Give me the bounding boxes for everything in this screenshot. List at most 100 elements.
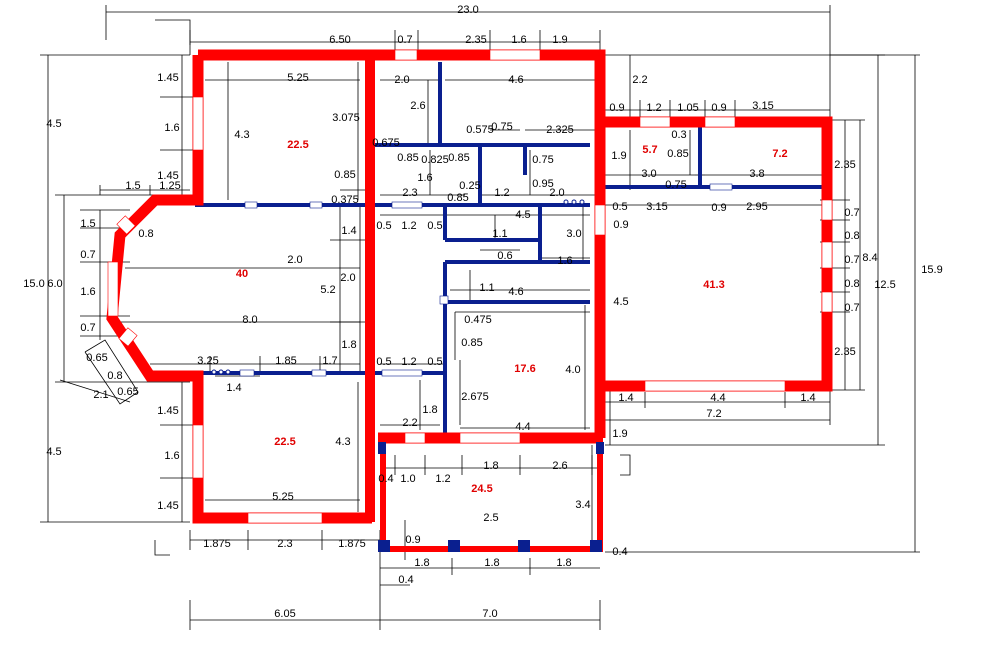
dimension-label-lr-8-0: 8.0 (242, 314, 257, 326)
dimension-label-r-0-9-b: 0.9 (711, 102, 726, 114)
dimension-label-top-1-6: 1.6 (511, 34, 526, 46)
dimension-label-c-0-95: 0.95 (532, 178, 553, 190)
dimension-label-bl-2-3: 2.3 (277, 538, 292, 550)
area-label-terrace: 24.5 (471, 483, 492, 495)
dimension-label-total-width: 23.0 (457, 4, 478, 16)
dimension-label-c-1-2-c: 1.2 (401, 356, 416, 368)
dimension-label-c-4-6-b: 4.6 (508, 286, 523, 298)
dimension-label-t-1-8-c: 1.8 (484, 557, 499, 569)
dimension-label-top-6-50: 6.50 (329, 34, 350, 46)
dimension-label-bl-1-6: 1.6 (164, 450, 179, 462)
dimension-label-lr-3-25: 3.25 (197, 355, 218, 367)
dimension-label-r-0-8-b: 0.8 (844, 278, 859, 290)
dimension-label-r-0-7-a: 0.7 (844, 207, 859, 219)
dimension-label-c-1-6-b: 1.6 (557, 255, 572, 267)
dimension-label-c-0-675: 0.675 (372, 137, 400, 149)
dimension-label-tl-0-375: 0.375 (331, 194, 359, 206)
dimension-label-t-1-8-d: 1.8 (556, 557, 571, 569)
dimension-label-r-0-3: 0.3 (671, 129, 686, 141)
dimension-label-r-2-35-a: 2.35 (834, 159, 855, 171)
dimension-label-bay-0-7-a: 0.7 (80, 249, 95, 261)
area-label-room-right-large: 41.3 (703, 279, 724, 291)
dimension-label-r-12-5: 12.5 (874, 279, 895, 291)
dimension-label-c-0-575: 0.575 (466, 124, 494, 136)
dimension-label-t-2-6: 2.6 (552, 460, 567, 472)
dimension-label-c-4-6-top: 4.6 (508, 74, 523, 86)
dimension-label-left-1-45-b: 1.45 (157, 170, 178, 182)
dimension-label-bay-1-25: 1.25 (159, 180, 180, 192)
dimension-label-bay-1-6: 1.6 (80, 286, 95, 298)
dimension-label-bay-0-8-b: 0.8 (107, 370, 122, 382)
dimension-label-c-0-75-b: 0.75 (532, 154, 553, 166)
dimension-label-r-1-4-a: 1.4 (618, 392, 633, 404)
dimension-label-c-0-5-d: 0.5 (427, 356, 442, 368)
dimension-label-r-0-9-a: 0.9 (609, 102, 624, 114)
dimension-label-bay-1-5-v: 1.5 (80, 218, 95, 230)
dimension-label-c-3-0: 3.0 (566, 228, 581, 240)
dimension-label-c-0-85-a: 0.85 (397, 152, 418, 164)
dimension-label-left-15-0: 15.0 (23, 278, 44, 290)
dimension-label-t-0-4-a: 0.4 (378, 473, 393, 485)
dimension-label-left-6-0: 6.0 (47, 278, 62, 290)
dimension-label-bay-0-7-b: 0.7 (80, 322, 95, 334)
dimension-label-t-3-4: 3.4 (575, 499, 590, 511)
dimension-label-r-0-75: 0.75 (665, 179, 686, 191)
dimension-label-r-3-15-b: 3.15 (646, 201, 667, 213)
dimension-label-lr-5-2: 5.2 (320, 284, 335, 296)
dimension-label-lr-1-8-v: 1.8 (341, 339, 356, 351)
dimension-label-lr-1-4: 1.4 (226, 382, 241, 394)
door-openings (239, 183, 733, 377)
dimension-label-r-0-85: 0.85 (667, 148, 688, 160)
dimension-label-c-0-85-b: 0.85 (448, 152, 469, 164)
dimension-label-r-2-35-b: 2.35 (834, 346, 855, 358)
dimension-label-c-1-8-v: 1.8 (422, 404, 437, 416)
dimension-label-r-1-4-b: 1.4 (800, 392, 815, 404)
dimension-label-tl-0-85: 0.85 (334, 169, 355, 181)
dimension-label-r-0-5: 0.5 (612, 201, 627, 213)
area-label-room-top-left: 22.5 (287, 139, 308, 151)
dimension-label-c-2-325: 2.325 (546, 124, 574, 136)
dimension-label-c-4-5: 4.5 (515, 209, 530, 221)
dimension-label-left-1-45-a: 1.45 (157, 72, 178, 84)
area-label-living-room: 40 (236, 268, 248, 280)
stair-dots (211, 199, 585, 375)
dimension-label-t-0-4-c: 0.4 (398, 574, 413, 586)
dimension-label-bay-2-1: 2.1 (93, 389, 108, 401)
dimension-label-lr-2-0: 2.0 (287, 254, 302, 266)
dimension-label-c-2-3: 2.3 (402, 187, 417, 199)
dimension-label-bl-1-875-b: 1.875 (338, 538, 366, 550)
dimension-label-bay-0-8-a: 0.8 (138, 228, 153, 240)
dimension-label-r-0-8-a: 0.8 (844, 230, 859, 242)
dimension-label-r-7-2: 7.2 (706, 408, 721, 420)
dimension-label-c-1-6: 1.6 (417, 172, 432, 184)
dimension-label-c-0-5-c: 0.5 (376, 356, 391, 368)
dimension-label-r-3-15-a: 3.15 (752, 100, 773, 112)
dimension-label-r-2-2: 2.2 (632, 74, 647, 86)
dimension-label-left-4-5-a: 4.5 (46, 118, 61, 130)
dimension-label-r-3-8: 3.8 (749, 168, 764, 180)
dimension-label-r-1-2: 1.2 (646, 102, 661, 114)
dimension-label-t-1-8-a: 1.8 (483, 460, 498, 472)
dimension-label-t-2-5: 2.5 (483, 512, 498, 524)
dimension-label-c-2-2: 2.2 (402, 417, 417, 429)
dimension-label-c-0-6: 0.6 (497, 250, 512, 262)
dimension-label-lr-1-85: 1.85 (275, 355, 296, 367)
dimension-label-c-1-1-b: 1.1 (479, 282, 494, 294)
dimension-label-t-1-2: 1.2 (435, 473, 450, 485)
dimension-label-c-1-2-a: 1.2 (494, 187, 509, 199)
dimension-label-c-2-0-top: 2.0 (394, 74, 409, 86)
dimension-label-left-1-6-a: 1.6 (164, 122, 179, 134)
area-label-room-bottom-left: 22.5 (274, 436, 295, 448)
dimension-label-bl-5-25: 5.25 (272, 491, 293, 503)
dimension-lines (40, 5, 920, 630)
dimension-label-bay-0-65-b: 0.65 (117, 386, 138, 398)
dimension-label-bot-7-0: 7.0 (482, 608, 497, 620)
dimension-label-top-2-35: 2.35 (465, 34, 486, 46)
dimension-label-r-4-4: 4.4 (710, 392, 725, 404)
dimension-label-lr-1-4-v: 1.4 (341, 225, 356, 237)
dimension-label-r-0-7-b: 0.7 (844, 254, 859, 266)
dimension-label-t-1-8-b: 1.8 (414, 557, 429, 569)
dimension-label-bot-6-05: 6.05 (274, 608, 295, 620)
dimension-label-r-1-05: 1.05 (677, 102, 698, 114)
dimension-label-tl-4-3: 4.3 (234, 129, 249, 141)
